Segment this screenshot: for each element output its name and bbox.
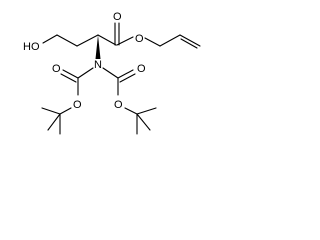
bond-boc2-me3 — [136, 113, 151, 131]
bond-n-boc2 — [102, 67, 119, 79]
atom-labels: HO O O N O O O O — [23, 11, 146, 111]
bond-allyl-ch2-ch — [159, 34, 181, 47]
bond-boc2-o-tbu — [124, 107, 138, 115]
label-ester-carbonyl-o: O — [113, 11, 122, 23]
label-boc1-carbonyl-o: O — [52, 63, 61, 75]
label-nitrogen: N — [94, 59, 102, 71]
label-hydroxyl: HO — [23, 41, 40, 53]
bond-allyl-double-1 — [179, 34, 201, 47]
bond-ch2-alpha — [76, 34, 99, 47]
bond-ester-o-ch2 — [144, 37, 161, 47]
bond-boc1-me3 — [47, 113, 61, 131]
bond-boc1-co-double-2 — [60, 73, 77, 83]
bond-allyl-double-2 — [180, 38, 198, 49]
structure-canvas: HO O O N O O O O — [0, 0, 209, 172]
label-boc1-ether-o: O — [73, 99, 82, 111]
label-ester-o: O — [135, 33, 144, 45]
bond-boc1-o-tbu — [59, 107, 72, 115]
bond-boc2-co-double-1 — [117, 69, 134, 79]
bond-boc2-co-double-2 — [119, 73, 136, 83]
stereo-wedge-alpha-n — [95, 35, 101, 59]
bond-boc1-me1 — [41, 107, 61, 115]
bond-boc2-me1 — [136, 107, 157, 115]
label-boc2-carbonyl-o: O — [137, 63, 146, 75]
bonds — [41, 22, 201, 135]
bond-alpha-carbonyl — [97, 34, 117, 46]
bond-o-ch2 — [42, 34, 58, 44]
bond-carbonyl-ester-o — [116, 36, 134, 46]
bond-n-boc1 — [77, 67, 94, 79]
bond-boc1-co-double-1 — [62, 69, 79, 79]
chemical-structure: HO O O N O O O O — [23, 11, 201, 135]
label-boc2-ether-o: O — [114, 99, 123, 111]
bond-ch2-ch2 — [56, 34, 78, 47]
